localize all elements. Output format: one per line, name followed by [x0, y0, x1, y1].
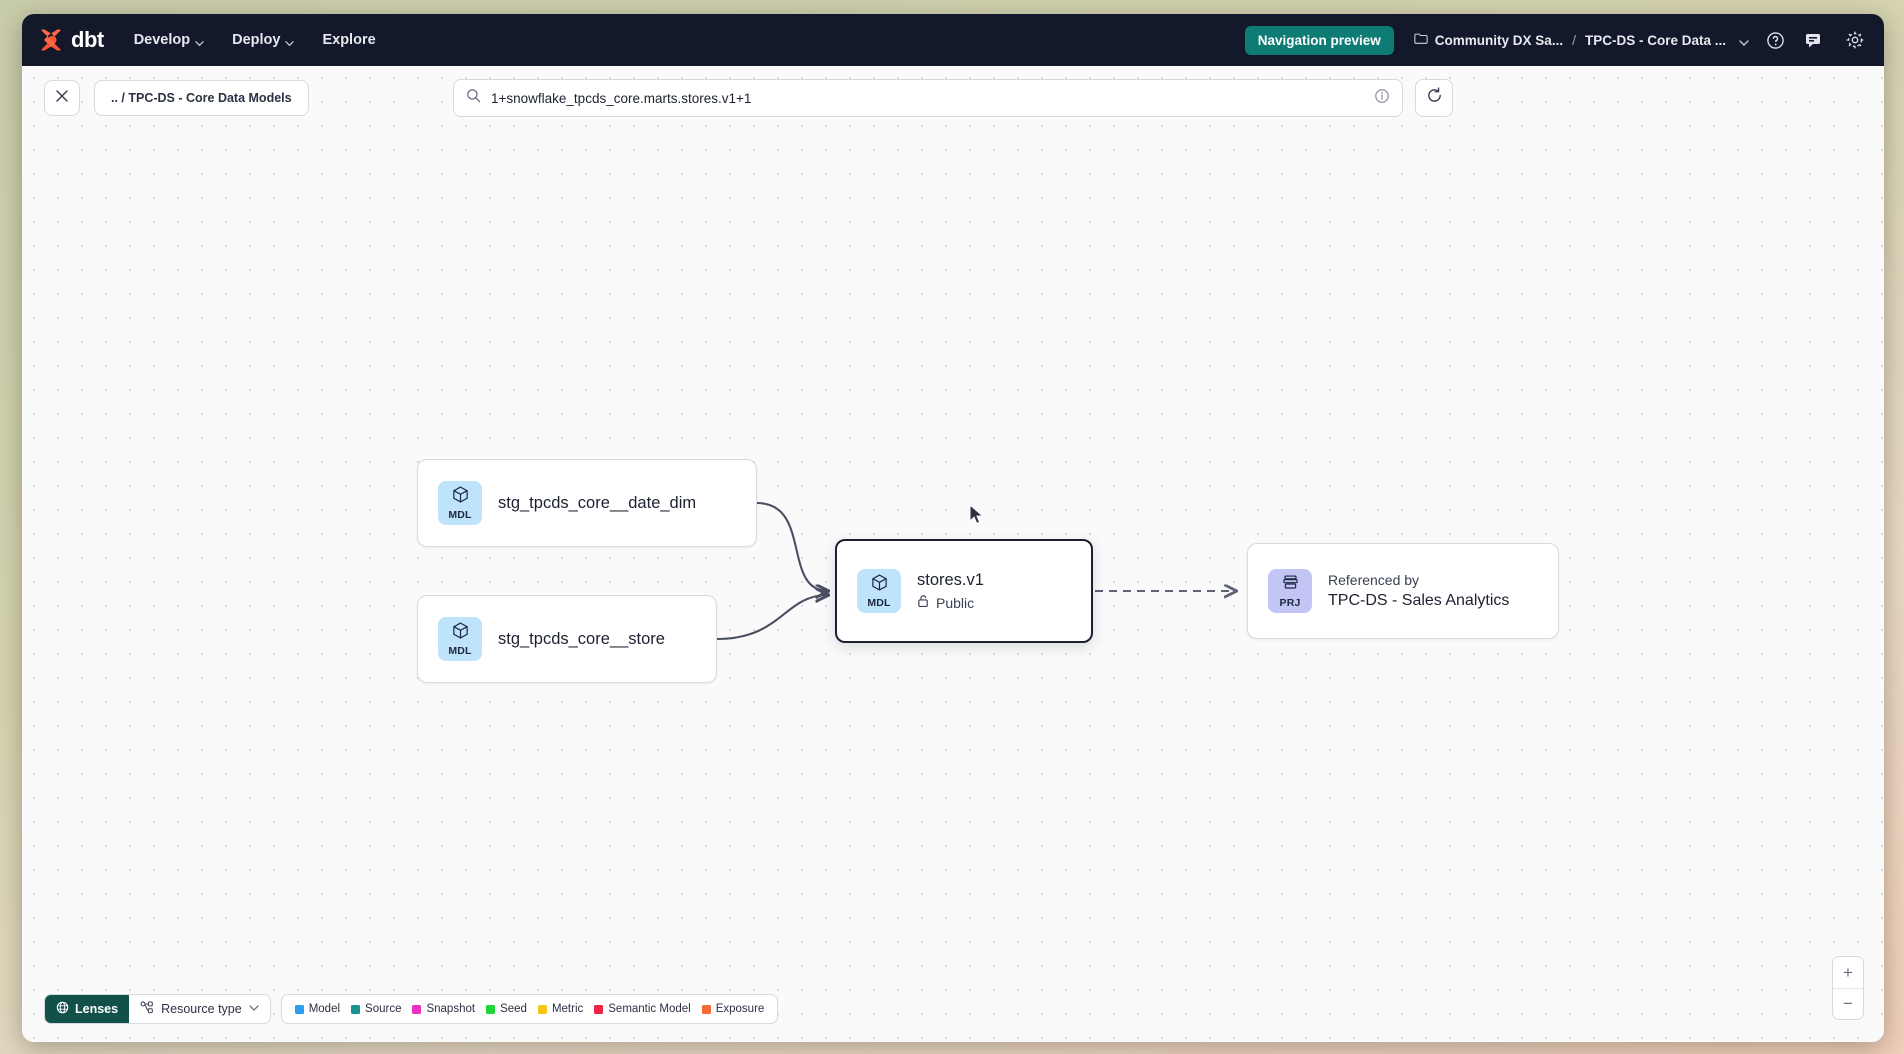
cube-icon: [451, 485, 470, 509]
node-graph-icon: [140, 1001, 154, 1017]
legend-item: Source: [351, 1003, 401, 1015]
refresh-button[interactable]: [1415, 79, 1453, 117]
navigation-preview-button[interactable]: Navigation preview: [1244, 25, 1394, 55]
breadcrumb-separator: /: [1572, 32, 1576, 48]
bottom-toolbar: Lenses Resource type Model Source Snapshot…: [44, 994, 779, 1024]
node-title: stg_tpcds_core__date_dim: [498, 493, 697, 512]
chevron-down-icon: [195, 36, 204, 46]
legend-swatch: [537, 1004, 547, 1014]
legend-swatch: [351, 1004, 361, 1014]
zoom-controls: + −: [1832, 956, 1864, 1020]
lenses-label: Lenses: [75, 1002, 119, 1016]
breadcrumb-chip[interactable]: .. / TPC-DS - Core Data Models: [94, 80, 309, 116]
legend-label: Semantic Model: [608, 1003, 691, 1015]
resource-badge-model: MDL: [438, 617, 482, 661]
chevron-down-icon: [1739, 36, 1749, 46]
legend-label: Metric: [551, 1003, 584, 1015]
node-text-block: stg_tpcds_core__store: [498, 630, 665, 649]
brand-text: dbt: [71, 27, 104, 52]
legend-item: Model: [294, 1003, 341, 1015]
legend-label: Seed: [500, 1003, 527, 1015]
legend-swatch: [701, 1004, 711, 1014]
resource-type-dropdown[interactable]: Resource type: [129, 995, 270, 1023]
browser-window: dbt Develop Deploy Explore Navigation pr…: [22, 14, 1884, 1042]
chevron-down-icon: [285, 36, 295, 46]
dbt-x-logo-icon: [38, 28, 64, 52]
close-icon: [55, 89, 69, 108]
breadcrumb-account[interactable]: Community DX Sa...: [1414, 32, 1563, 48]
legend-item: Exposure: [701, 1003, 765, 1015]
zoom-in-button[interactable]: +: [1843, 962, 1853, 982]
project-stack-icon: [1281, 573, 1300, 597]
breadcrumb-project[interactable]: TPC-DS - Core Data ...: [1584, 32, 1749, 48]
node-text-block: Referenced by TPC-DS - Sales Analytics: [1328, 572, 1509, 610]
nav-item-develop[interactable]: Develop: [134, 32, 204, 48]
chevron-down-icon: [249, 1002, 259, 1016]
search-area: 1+snowflake_tpcds_core.marts.stores.v1+1: [453, 79, 1453, 117]
feedback-chat-icon[interactable]: [1802, 27, 1828, 53]
legend-label: Snapshot: [426, 1003, 476, 1015]
folder-icon: [1414, 32, 1428, 48]
lens-control-group: Lenses Resource type: [44, 994, 271, 1024]
legend-swatch: [594, 1004, 604, 1014]
badge-label: PRJ: [1279, 597, 1301, 610]
node-text-block: stores.v1 Public: [917, 571, 984, 611]
resource-type-label: Resource type: [161, 1002, 242, 1016]
node-text-block: stg_tpcds_core__date_dim: [498, 494, 696, 513]
lenses-button[interactable]: Lenses: [45, 995, 130, 1023]
lineage-graph-canvas[interactable]: MDL stg_tpcds_core__date_dim MDL stg_tpc…: [22, 66, 1884, 1042]
breadcrumb-project-label: TPC-DS - Core Data ...: [1584, 32, 1726, 48]
legend-swatch: [294, 1004, 304, 1014]
nav-item-develop-label: Develop: [133, 32, 191, 48]
legend-label: Model: [308, 1003, 341, 1015]
badge-label: MDL: [448, 509, 472, 522]
info-circle-icon[interactable]: [1374, 88, 1390, 109]
nav-item-deploy-label: Deploy: [232, 32, 281, 48]
legend-swatch: [412, 1004, 422, 1014]
badge-label: MDL: [867, 597, 891, 610]
search-input-box[interactable]: 1+snowflake_tpcds_core.marts.stores.v1+1: [453, 79, 1403, 117]
resource-badge-model: MDL: [857, 569, 901, 613]
top-navigation-bar: dbt Develop Deploy Explore Navigation pr…: [22, 14, 1884, 66]
cube-icon: [451, 621, 470, 645]
node-title: TPC-DS - Sales Analytics: [1328, 592, 1510, 609]
close-button[interactable]: [44, 80, 80, 116]
graph-node-stores-v1[interactable]: MDL stores.v1 Public: [835, 539, 1093, 643]
graph-node-stg-date-dim[interactable]: MDL stg_tpcds_core__date_dim: [417, 459, 757, 547]
lens-globe-icon: [56, 1001, 69, 1017]
resource-badge-model: MDL: [438, 481, 482, 525]
zoom-out-button[interactable]: −: [1833, 988, 1863, 1019]
badge-label: MDL: [448, 645, 472, 658]
graph-node-stg-store[interactable]: MDL stg_tpcds_core__store: [417, 595, 717, 683]
breadcrumb-account-label: Community DX Sa...: [1434, 32, 1564, 48]
legend-item: Snapshot: [412, 1003, 475, 1015]
cube-icon: [870, 573, 889, 597]
graph-node-project-sales-analytics[interactable]: PRJ Referenced by TPC-DS - Sales Analyti…: [1247, 543, 1559, 639]
legend-item: Metric: [537, 1003, 584, 1015]
nav-item-deploy[interactable]: Deploy: [232, 32, 295, 48]
gear-icon[interactable]: [1842, 27, 1868, 53]
nav-item-explore[interactable]: Explore: [322, 32, 375, 48]
search-input[interactable]: 1+snowflake_tpcds_core.marts.stores.v1+1: [491, 90, 752, 106]
node-kicker: Referenced by: [1328, 572, 1420, 588]
dbt-logo[interactable]: dbt: [38, 27, 104, 53]
node-access-row: Public: [917, 594, 984, 611]
unlock-icon: [917, 594, 930, 611]
resource-badge-project: PRJ: [1268, 569, 1312, 613]
node-title: stg_tpcds_core__store: [498, 629, 665, 648]
legend-item: Seed: [486, 1003, 527, 1015]
help-circle-icon[interactable]: [1762, 27, 1788, 53]
resource-type-legend: Model Source Snapshot Seed Metric Semantic Mo…: [280, 994, 779, 1024]
nav-item-explore-label: Explore: [322, 32, 376, 48]
legend-label: Source: [365, 1003, 402, 1015]
mouse-cursor: [969, 503, 986, 532]
legend-swatch: [486, 1004, 496, 1014]
legend-label: Exposure: [715, 1003, 765, 1015]
node-access-label: Public: [936, 594, 975, 611]
legend-item: Semantic Model: [594, 1003, 691, 1015]
graph-toolbar: .. / TPC-DS - Core Data Models 1+snowfla…: [22, 66, 1884, 130]
node-title: stores.v1: [917, 571, 984, 589]
refresh-icon: [1426, 87, 1443, 109]
search-icon: [466, 88, 481, 108]
